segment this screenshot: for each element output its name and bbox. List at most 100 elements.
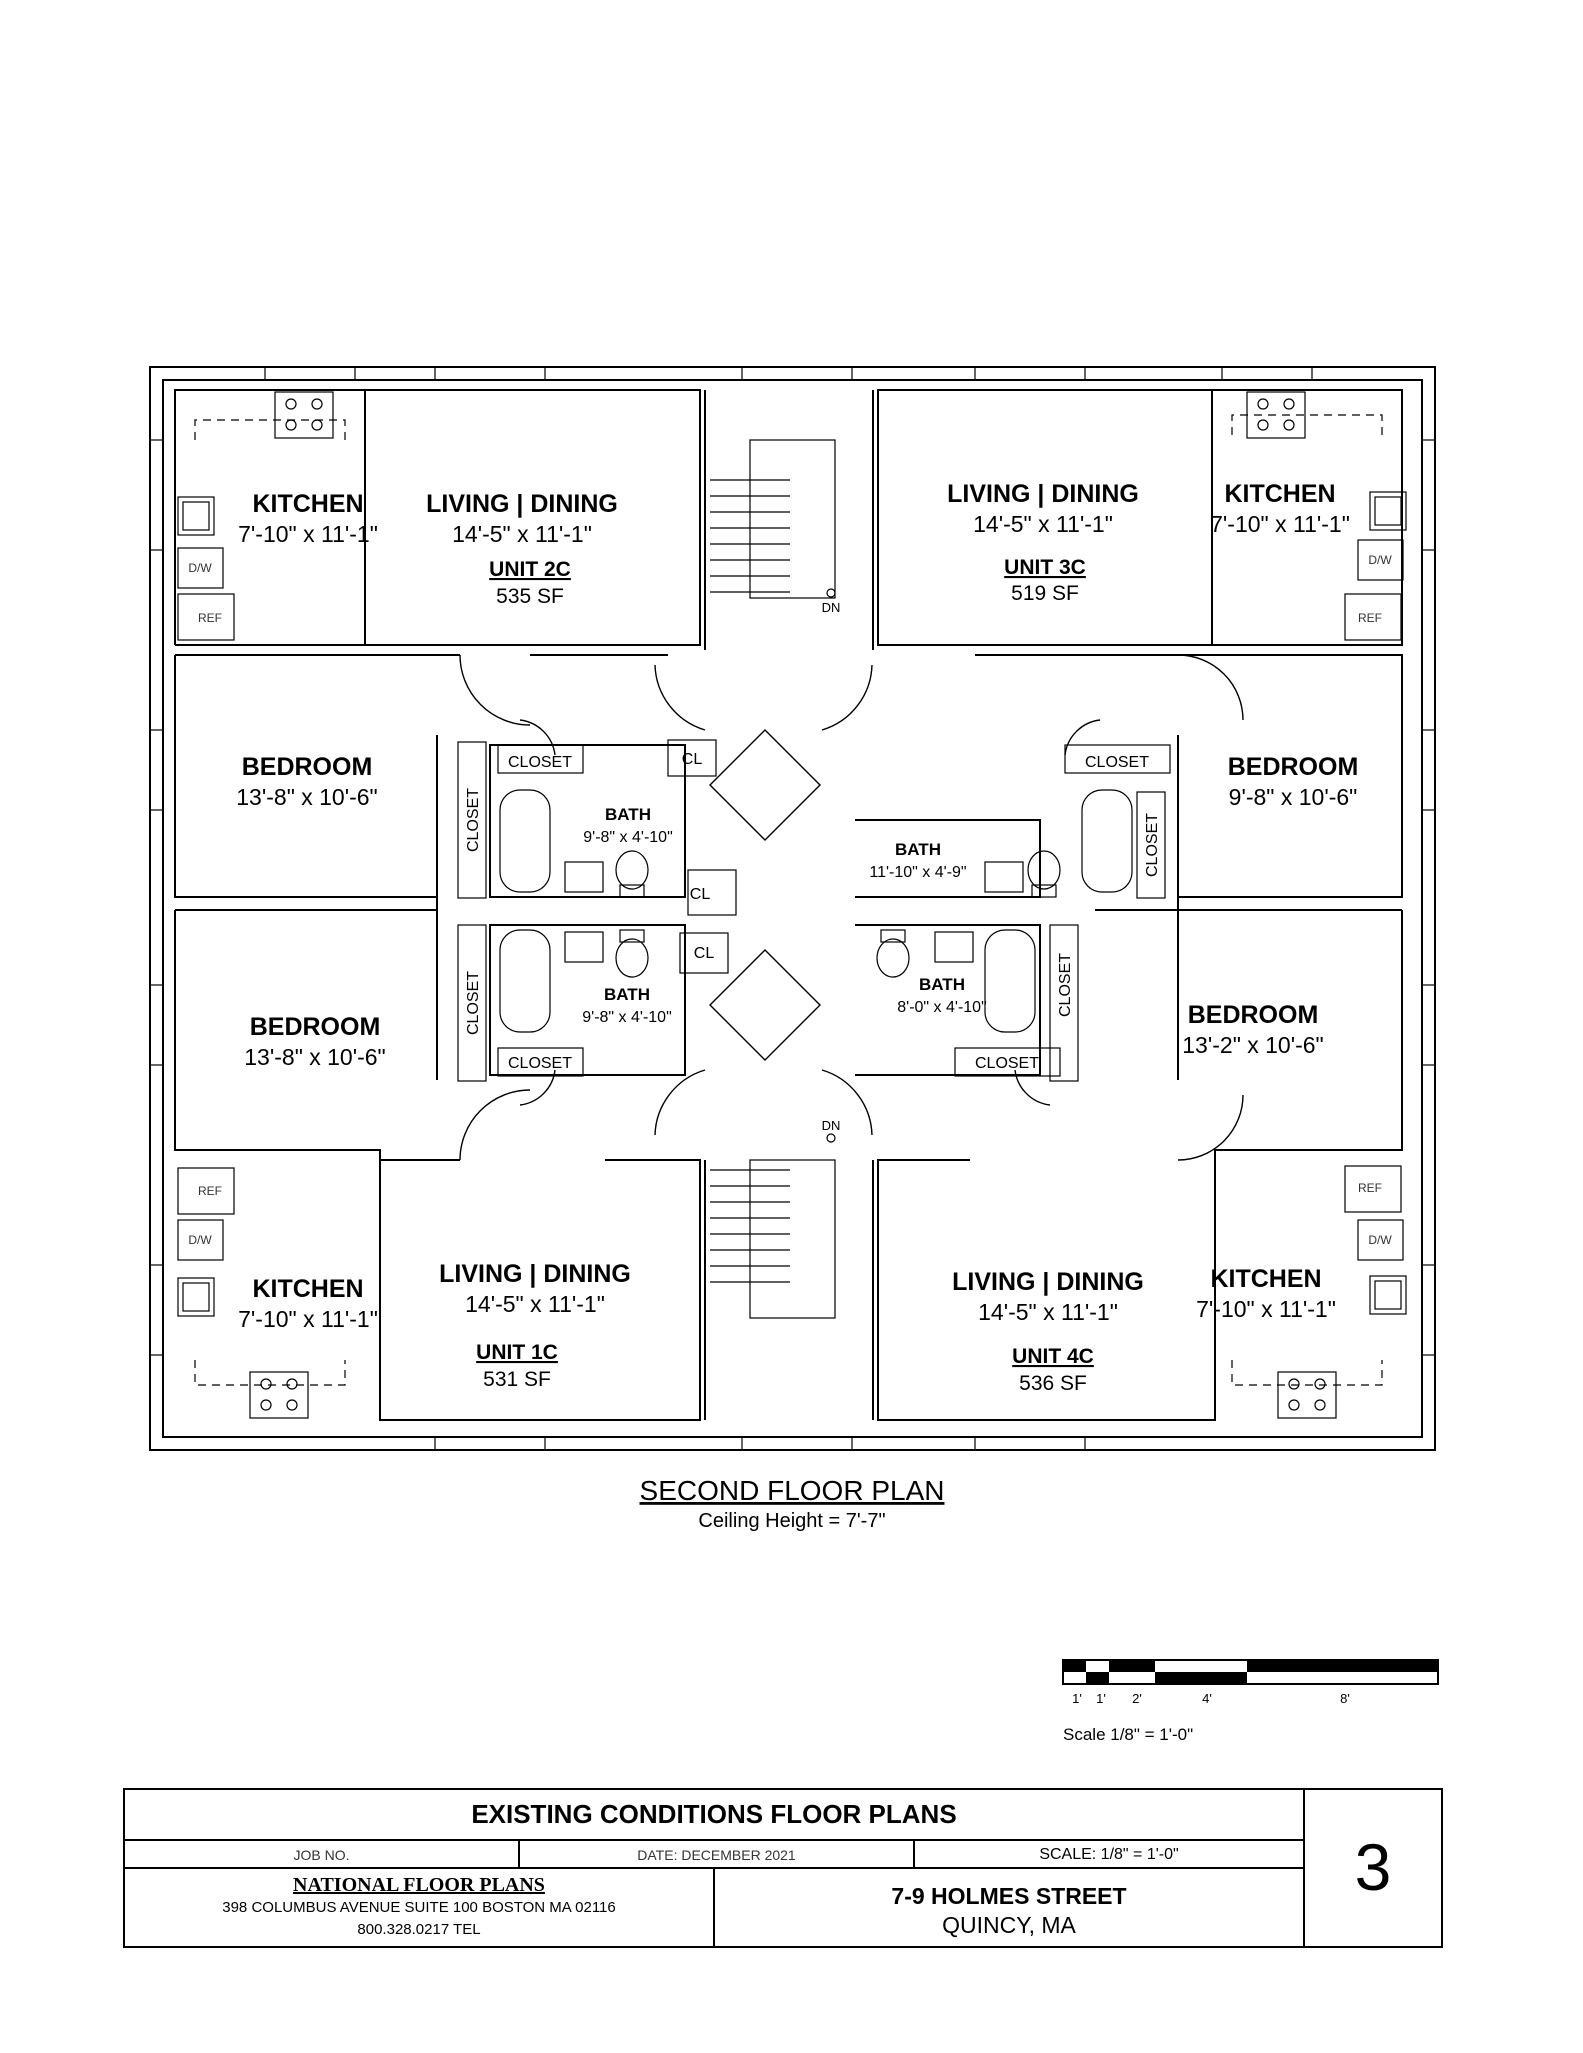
property-street: 7-9 HOLMES STREET	[891, 1883, 1127, 1909]
bath-dim: 8'-0" x 4'-10"	[897, 999, 987, 1016]
bath-label: BATH	[604, 985, 650, 1004]
bath-label: BATH	[605, 805, 651, 824]
fixture-labels: CLOSET CLOSET CLOSET CLOSET CLOSET CLOSE…	[188, 553, 1392, 1247]
kitchen-dim: 7'-10" x 11'-1"	[238, 521, 378, 547]
property-address: 7-9 HOLMES STREET QUINCY, MA	[715, 1869, 1305, 1947]
bedroom-dim: 13'-2" x 10'-6"	[1182, 1032, 1323, 1058]
bedroom-dim: 9'-8" x 10'-6"	[1229, 784, 1358, 810]
bath-dim: 9'-8" x 4'-10"	[583, 829, 673, 846]
kitchen-counters	[194, 414, 1383, 1386]
living-dim: 14'-5" x 11'-1"	[978, 1299, 1118, 1325]
company-name: NATIONAL FLOOR PLANS	[293, 1874, 545, 1896]
bath-label: BATH	[895, 840, 941, 859]
kitchen-label: KITCHEN	[252, 490, 363, 518]
scale-tick: 8'	[1340, 1691, 1350, 1706]
job-number: JOB NO.	[125, 1841, 520, 1869]
scale-tick: 4'	[1202, 1691, 1212, 1706]
ref-label: REF	[198, 611, 222, 625]
bath-fixtures	[499, 789, 1133, 1033]
kitchen-dim: 7'-10" x 11'-1"	[1196, 1296, 1336, 1322]
living-label: LIVING | DINING	[947, 480, 1139, 508]
property-city: QUINCY, MA	[942, 1912, 1076, 1938]
title-block-heading: EXISTING CONDITIONS FLOOR PLANS	[125, 1790, 1305, 1841]
closet-label: CLOSET	[465, 788, 482, 852]
bath-dim: 11'-10" x 4'-9"	[869, 864, 966, 881]
living-label: LIVING | DINING	[952, 1268, 1144, 1296]
closet-label: CLOSET	[1144, 813, 1161, 877]
kitchen-label: KITCHEN	[252, 1275, 363, 1303]
unit-label: UNIT 3C	[1004, 556, 1086, 579]
unit-4c: KITCHEN 7'-10" x 11'-1" LIVING | DINING …	[897, 975, 1336, 1395]
drawing-date: DATE: DECEMBER 2021	[520, 1841, 915, 1869]
living-dim: 14'-5" x 11'-1"	[973, 511, 1113, 537]
living-label: LIVING | DINING	[426, 490, 618, 518]
bath-dim: 9'-8" x 4'-10"	[582, 1009, 672, 1026]
bedroom-label: BEDROOM	[250, 1013, 381, 1041]
cl-label: CL	[694, 945, 715, 962]
unit-3c: KITCHEN 7'-10" x 11'-1" LIVING | DINING …	[869, 480, 1358, 881]
closet-label: CLOSET	[1057, 953, 1074, 1017]
interior-walls	[174, 389, 1403, 1421]
bedroom-label: BEDROOM	[1188, 1001, 1319, 1029]
bedroom-dim: 13'-8" x 10'-6"	[236, 784, 377, 810]
closet-label: CLOSET	[508, 1055, 572, 1072]
appliance-boxes	[177, 539, 1404, 1261]
drawing-scale: SCALE: 1/8" = 1'-0"	[915, 1841, 1305, 1869]
ref-label: REF	[1358, 611, 1382, 625]
kitchen-dim: 7'-10" x 11'-1"	[1210, 511, 1350, 537]
unit-area: 536 SF	[1019, 1372, 1087, 1395]
closet-label: CLOSET	[508, 754, 572, 771]
scale-bar: 1' 1' 2' 4' 8' Scale 1/8" = 1'-0"	[1062, 1659, 1439, 1744]
bedroom-label: BEDROOM	[242, 753, 373, 781]
dn-label: DN	[822, 600, 841, 615]
plan-title: SECOND FLOOR PLAN	[640, 1475, 945, 1506]
company-address: 398 COLUMBUS AVENUE SUITE 100 BOSTON MA …	[222, 1899, 616, 1916]
unit-label: UNIT 4C	[1012, 1345, 1094, 1368]
kitchen-dim: 7'-10" x 11'-1"	[238, 1306, 378, 1332]
door-swings	[459, 654, 1244, 1161]
unit-2c: KITCHEN 7'-10" x 11'-1" LIVING | DINING …	[236, 490, 672, 846]
kitchen-sink-icons	[177, 491, 1407, 1317]
scale-tick: 1'	[1096, 1691, 1106, 1706]
dw-label: D/W	[188, 1233, 212, 1247]
closet-label: CLOSET	[465, 971, 482, 1035]
cl-label: CL	[690, 886, 711, 903]
stair-treads	[710, 439, 836, 1319]
company-info: NATIONAL FLOOR PLANS 398 COLUMBUS AVENUE…	[125, 1869, 715, 1947]
dn-label: DN	[822, 1118, 841, 1133]
unit-area: 531 SF	[483, 1368, 551, 1391]
bedroom-dim: 13'-8" x 10'-6"	[244, 1044, 385, 1070]
unit-1c: KITCHEN 7'-10" x 11'-1" LIVING | DINING …	[238, 985, 672, 1391]
ref-label: REF	[1358, 1181, 1382, 1195]
unit-area: 535 SF	[496, 585, 564, 608]
unit-label: UNIT 1C	[476, 1341, 558, 1364]
living-dim: 14'-5" x 11'-1"	[465, 1291, 605, 1317]
scale-caption: Scale 1/8" = 1'-0"	[1063, 1725, 1193, 1744]
unit-label: UNIT 2C	[489, 558, 571, 581]
dw-label: D/W	[1368, 553, 1392, 567]
kitchen-label: KITCHEN	[1210, 1265, 1321, 1293]
living-dim: 14'-5" x 11'-1"	[452, 521, 592, 547]
sheet-number: 3	[1354, 1830, 1392, 1904]
dw-label: D/W	[188, 561, 212, 575]
bath-label: BATH	[919, 975, 965, 994]
windows	[149, 366, 1436, 1451]
dw-label: D/W	[1368, 1233, 1392, 1247]
scale-tick: 2'	[1132, 1691, 1142, 1706]
closet-label: CLOSET	[1085, 754, 1149, 771]
company-phone: 800.328.0217 TEL	[357, 1921, 481, 1938]
cl-label: CL	[682, 751, 703, 768]
stove-icons	[249, 391, 1337, 1419]
kitchen-label: KITCHEN	[1224, 480, 1335, 508]
living-label: LIVING | DINING	[439, 1260, 631, 1288]
title-block: EXISTING CONDITIONS FLOOR PLANS JOB NO. …	[123, 1788, 1443, 1948]
scale-tick: 1'	[1072, 1691, 1082, 1706]
ref-label: REF	[198, 1184, 222, 1198]
bedroom-label: BEDROOM	[1228, 753, 1359, 781]
closet-label: CLOSET	[975, 1055, 1039, 1072]
unit-area: 519 SF	[1011, 582, 1079, 605]
ceiling-height: Ceiling Height = 7'-7"	[698, 1510, 885, 1532]
closet-boxes	[457, 739, 1171, 1082]
